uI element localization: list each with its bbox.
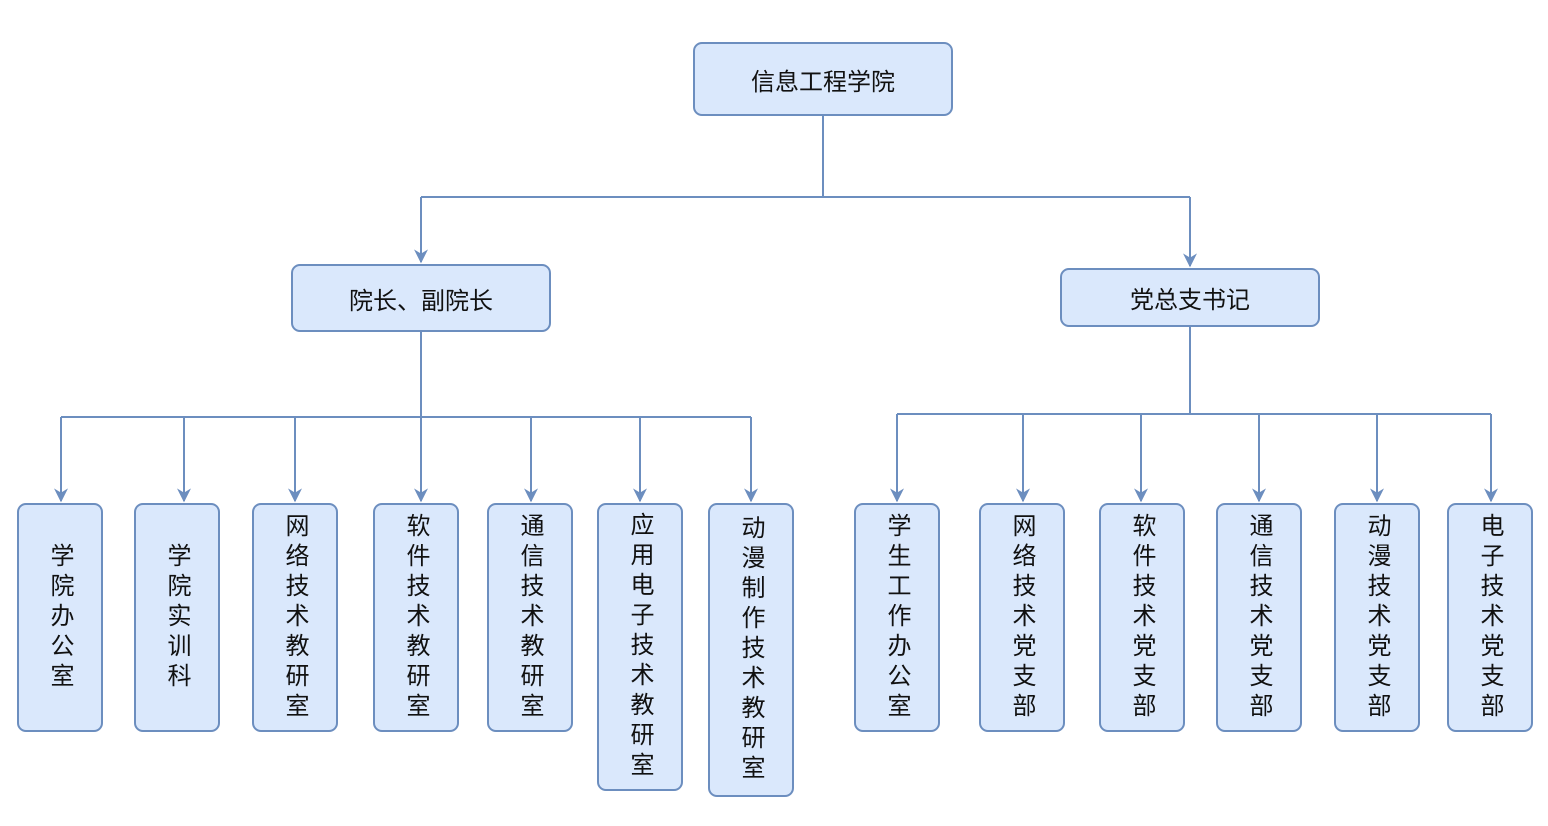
leaf-node-network-teaching: 网络技术教研室 [252, 503, 338, 732]
root-node: 信息工程学院 [693, 42, 953, 116]
leaf-node-communication-teaching: 通信技术教研室 [487, 503, 573, 732]
leaf-node-student-affairs: 学生工作办公室 [854, 503, 940, 732]
leaf-node-training-section: 学院实训科 [134, 503, 220, 732]
leaf-node-electronics-party-branch: 电子技术党支部 [1447, 503, 1533, 732]
leaf-node-software-teaching: 软件技术教研室 [373, 503, 459, 732]
leaf-node-animation-party-branch: 动漫技术党支部 [1334, 503, 1420, 732]
branch-node-party-secretary: 党总支书记 [1060, 268, 1320, 327]
leaf-node-communication-party-branch: 通信技术党支部 [1216, 503, 1302, 732]
leaf-node-software-party-branch: 软件技术党支部 [1099, 503, 1185, 732]
branch-node-dean: 院长、副院长 [291, 264, 551, 332]
leaf-node-electronics-teaching: 应用电子技术教研室 [597, 503, 683, 791]
leaf-node-network-party-branch: 网络技术党支部 [979, 503, 1065, 732]
leaf-node-animation-teaching: 动漫制作技术教研室 [708, 503, 794, 797]
leaf-node-dean-office: 学院办公室 [17, 503, 103, 732]
